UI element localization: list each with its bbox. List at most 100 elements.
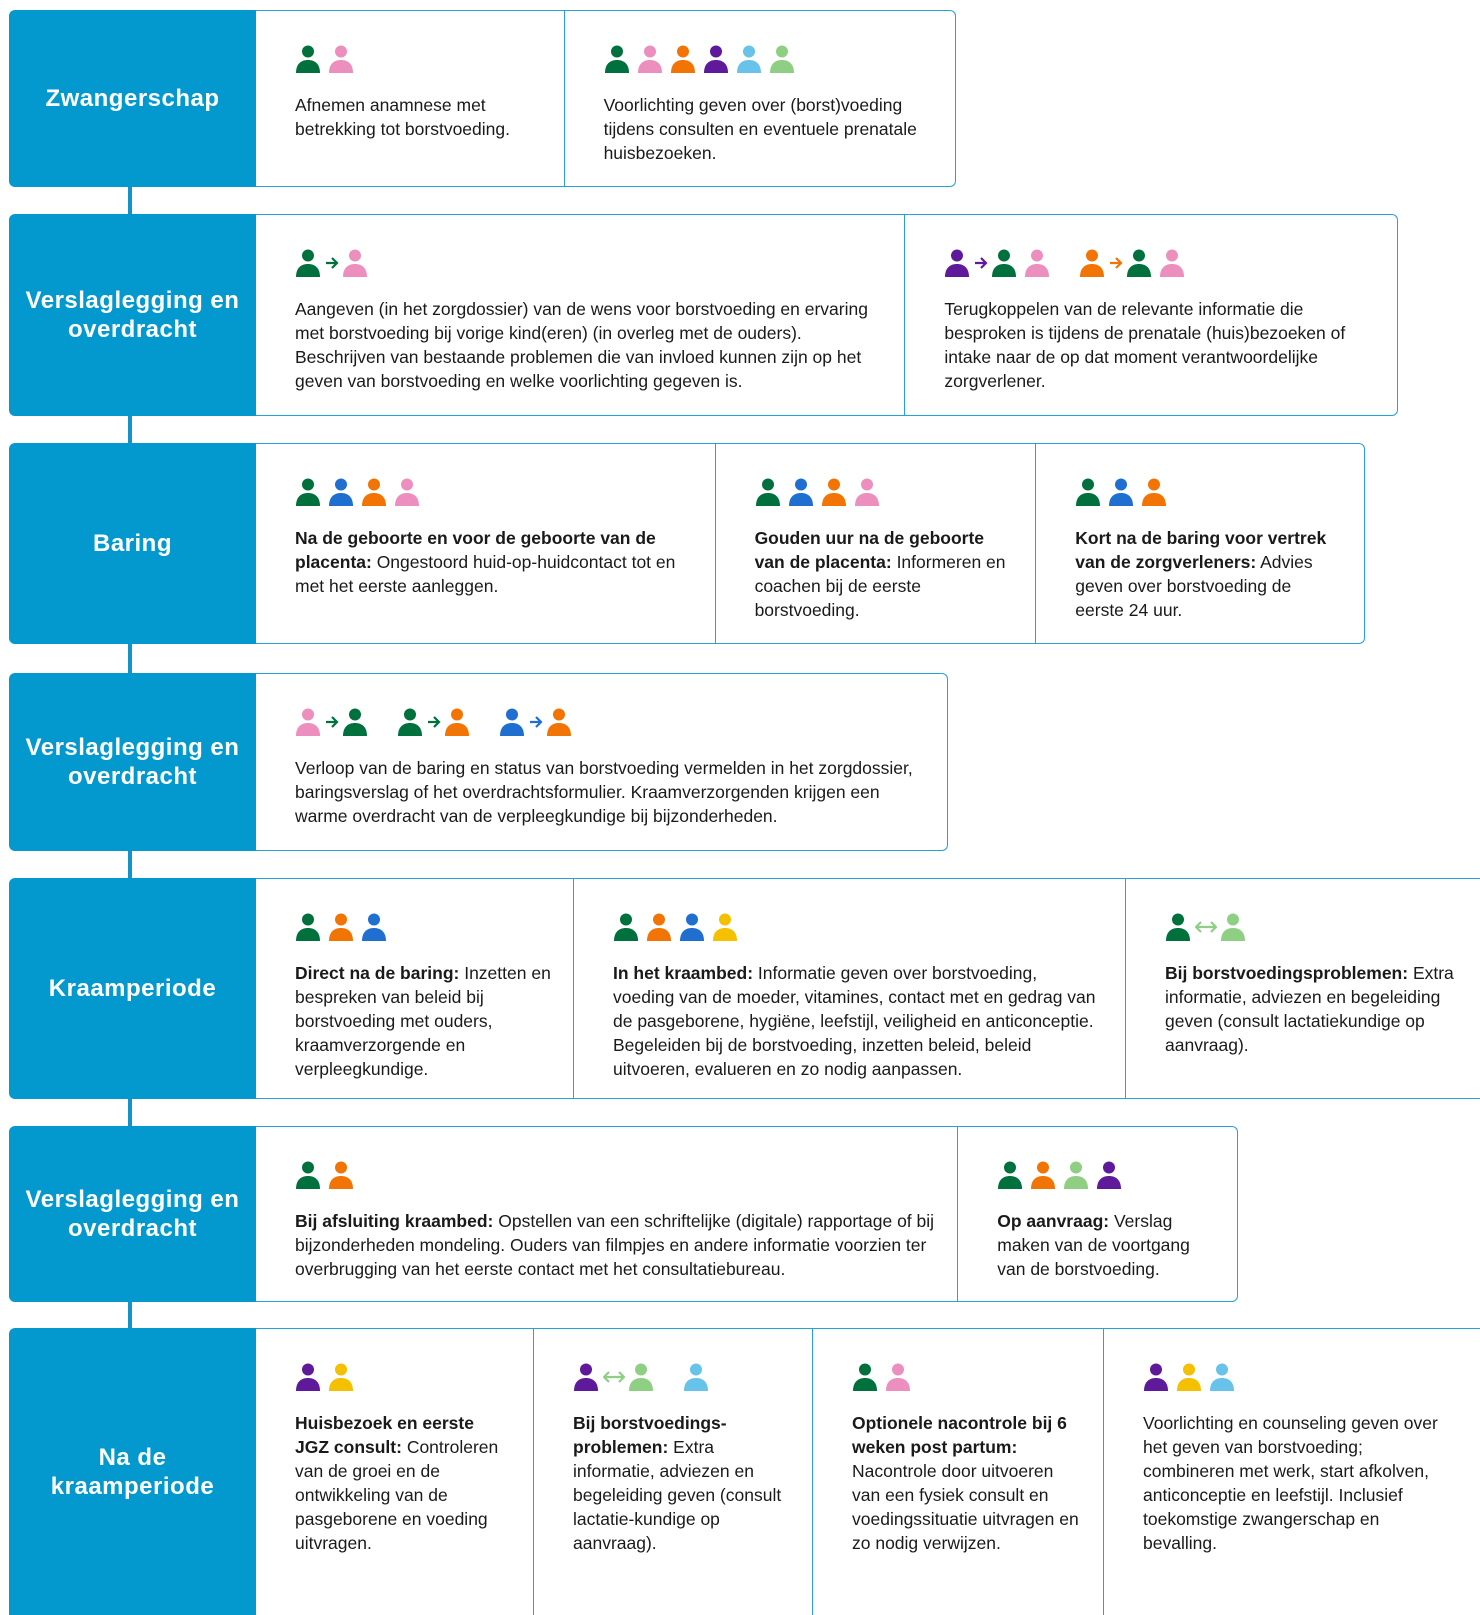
phase-label: Na de kraamperiode: [9, 1328, 256, 1615]
activity-heading: Gouden uur na de geboorte van de placent…: [754, 528, 985, 572]
person-icon: [1109, 478, 1134, 506]
activity-text: Controleren van de groei en de ontwikkel…: [295, 1437, 499, 1553]
activity-heading: Na de geboorte en voor de geboorte van d…: [295, 528, 656, 572]
person-icon: [945, 249, 970, 277]
person-icon: [886, 1363, 910, 1391]
person-icon: [329, 45, 353, 73]
activity-text: Aangeven (in het zorgdossier) van de wen…: [295, 299, 868, 391]
person-icon: [1025, 249, 1050, 277]
phase-row-na-de-kraamperiode: Na de kraamperiode Huisbezoek en eerste …: [9, 1328, 1480, 1615]
person-icon: [574, 1363, 598, 1391]
person-icon: [998, 1161, 1023, 1189]
person-icon: [547, 708, 571, 736]
person-icon: [854, 478, 879, 506]
activity-card: Bij borstvoedings-problemen: Extra infor…: [533, 1329, 812, 1615]
role-icons: [613, 909, 1103, 941]
activity-text: Inzetten en bespreken van beleid bij bor…: [295, 963, 551, 1079]
person-icon: [296, 249, 320, 277]
activity-text: Opstellen van een schriftelijke (digital…: [295, 1211, 935, 1279]
person-icon: [1142, 478, 1167, 506]
role-icons: [852, 1359, 1081, 1391]
activity-card: Gouden uur na de geboorte van de placent…: [714, 444, 1036, 643]
role-icons: [755, 474, 1014, 506]
person-icon: [713, 913, 737, 941]
role-icons: [295, 245, 882, 277]
person-icon: [788, 478, 813, 506]
role-icons: [573, 1359, 790, 1391]
phase-label: Zwangerschap: [9, 10, 256, 187]
role-icons: [1165, 909, 1458, 941]
person-icon: [329, 1161, 353, 1189]
activity-text: Terugkoppelen van de relevante informati…: [944, 299, 1346, 391]
person-icon: [296, 1363, 320, 1391]
person-icon: [398, 708, 422, 736]
activity-card: Direct na de baring: Inzetten en besprek…: [256, 879, 573, 1098]
person-icon: [1080, 249, 1105, 277]
arrow-right-icon: [975, 257, 988, 269]
activity-text: Extra informatie, adviezen en begeleidin…: [573, 1437, 782, 1553]
activity-heading: Optionele nacontrole bij 6 weken post pa…: [852, 1413, 1067, 1457]
person-icon: [329, 478, 353, 506]
activity-text: Afnemen anamnese met betrekking tot bors…: [295, 95, 510, 139]
arrow-right-icon: [326, 716, 339, 728]
activity-text: Verloop van de baring en status van bors…: [295, 758, 913, 826]
activity-card: Optionele nacontrole bij 6 weken post pa…: [812, 1329, 1103, 1615]
activity-text: Voorlichting geven over (borst)voeding t…: [603, 95, 917, 163]
person-icon: [296, 913, 320, 941]
person-icon: [329, 1363, 353, 1391]
activity-card: Op aanvraag: Verslag maken van de voortg…: [957, 1127, 1237, 1301]
person-icon: [362, 913, 386, 941]
person-icon: [853, 1363, 877, 1391]
person-icon: [1127, 249, 1152, 277]
activity-text: Informatie geven over borstvoeding, voed…: [613, 963, 1096, 1079]
person-icon: [614, 913, 638, 941]
person-icon: [703, 45, 728, 73]
role-icons: [944, 245, 1375, 277]
activity-card: Bij afsluiting kraambed: Opstellen van e…: [256, 1127, 957, 1301]
person-icon: [343, 249, 367, 277]
person-icon: [629, 1363, 653, 1391]
person-icon: [1166, 913, 1190, 941]
role-icons: [1143, 1359, 1458, 1391]
person-icon: [1160, 249, 1185, 277]
bidirectional-arrow-icon: [603, 1371, 625, 1383]
person-icon: [1144, 1363, 1168, 1391]
activity-text: Voorlichting en counseling geven over he…: [1143, 1413, 1438, 1553]
activity-heading: Bij borstvoedingsproblemen:: [1165, 963, 1409, 983]
arrow-right-icon: [1110, 257, 1123, 269]
activity-text: Advies geven over borstvoeding de eerste…: [1075, 552, 1313, 620]
person-icon: [296, 45, 320, 73]
activity-card: Afnemen anamnese met betrekking tot bors…: [256, 11, 564, 186]
person-icon: [329, 913, 353, 941]
phase-label: Verslaglegging en overdracht: [9, 1126, 256, 1302]
phase-row-verslaglegging-2: Verslaglegging en overdracht Verloop van…: [9, 673, 948, 851]
person-icon: [1221, 913, 1245, 941]
person-icon: [637, 45, 662, 73]
activity-heading: Direct na de baring:: [295, 963, 460, 983]
phase-label: Verslaglegging en overdracht: [9, 673, 256, 851]
bidirectional-arrow-icon: [1195, 921, 1217, 933]
activity-heading: Bij afsluiting kraambed:: [295, 1211, 494, 1231]
activity-card: Aangeven (in het zorgdossier) van de wen…: [256, 215, 904, 415]
role-icons: [295, 704, 925, 736]
role-icons: [295, 909, 551, 941]
role-icons: [295, 1359, 511, 1391]
person-icon: [769, 45, 794, 73]
role-icons: [295, 1157, 935, 1189]
activity-card: Terugkoppelen van de relevante informati…: [904, 215, 1397, 415]
person-icon: [684, 1363, 708, 1391]
arrow-right-icon: [326, 257, 339, 269]
person-icon: [680, 913, 704, 941]
phase-label: Verslaglegging en overdracht: [9, 214, 256, 416]
role-icons: [295, 474, 693, 506]
person-icon: [1064, 1161, 1089, 1189]
activity-card: Huisbezoek en eerste JGZ consult: Contro…: [256, 1329, 533, 1615]
person-icon: [296, 478, 320, 506]
person-icon: [1177, 1363, 1201, 1391]
activity-heading: In het kraambed:: [613, 963, 754, 983]
person-icon: [343, 708, 367, 736]
role-icons: [295, 41, 542, 73]
activity-heading: Bij borstvoedings-problemen:: [573, 1413, 727, 1457]
person-icon: [1031, 1161, 1056, 1189]
arrow-right-icon: [428, 716, 441, 728]
